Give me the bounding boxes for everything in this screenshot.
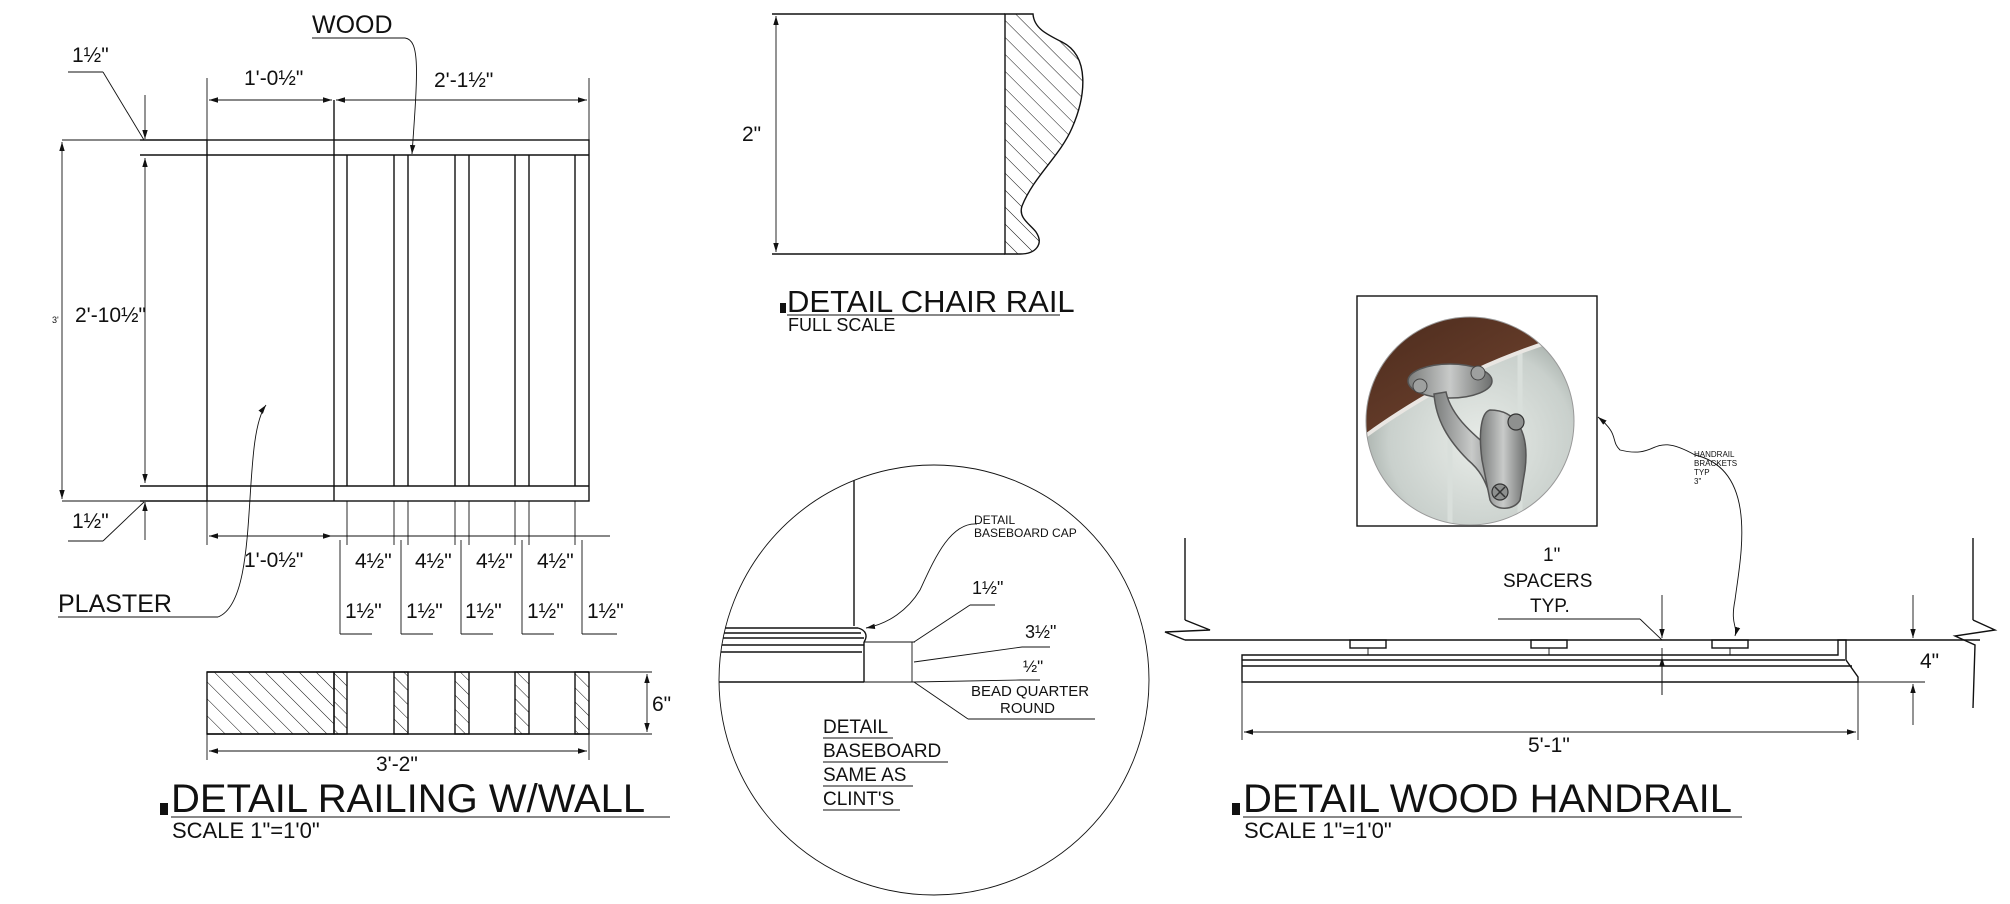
rail-thickness-top: 1½" xyxy=(72,44,109,67)
baseboard-dim-c: ½" xyxy=(1023,657,1043,676)
handrail-scale: SCALE 1"=1'0" xyxy=(1244,818,1392,843)
handrail-elevation: 1" SPACERS TYP. 4" 5'-1" xyxy=(1164,538,1998,757)
railing-height-small: 3' xyxy=(52,315,59,325)
railing-height-dim: 2'-10½" xyxy=(75,304,146,327)
handrail-length-dim: 5'-1" xyxy=(1528,734,1570,757)
chair-rail-title: DETAIL CHAIR RAIL xyxy=(787,284,1075,319)
railing-elevation: 2'-10½" 3' 1½" 1½" 1'-0½" 2'-1½" WOOD 1'… xyxy=(52,11,624,635)
gap-dim-4: 4½" xyxy=(537,550,574,573)
baseboard-note-line-2: BASEBOARD xyxy=(823,741,941,762)
baseboard-detail: DETAIL BASEBOARD CAP 1½" 3½" ½" BEAD QUA… xyxy=(718,464,1150,896)
cap-label-line-2: BASEBOARD CAP xyxy=(974,526,1077,540)
baluster-dim-4: 1½" xyxy=(527,600,564,623)
baseboard-note-line-1: DETAIL xyxy=(823,717,888,738)
bead-label-line-2: ROUND xyxy=(1000,700,1055,717)
gap-dim-3: 4½" xyxy=(476,550,513,573)
chair-rail-profile: 2" xyxy=(742,13,1084,255)
left-width-bottom: 1'-0½" xyxy=(244,549,303,572)
railing-title: DETAIL RAILING W/WALL xyxy=(171,777,645,821)
baluster-dim-5: 1½" xyxy=(587,600,624,623)
spacer-label-line-2: SPACERS xyxy=(1503,571,1592,592)
spacer-label-line-3: TYP. xyxy=(1530,596,1570,617)
right-width-top: 2'-1½" xyxy=(434,69,493,92)
bracket-label-line-2: BRACKETS xyxy=(1694,459,1737,468)
bracket-label-line-4: 3" xyxy=(1694,477,1701,486)
gap-dim-2: 4½" xyxy=(415,550,452,573)
bracket-label-line-3: TYP xyxy=(1694,468,1710,477)
gap-dim-1: 4½" xyxy=(355,550,392,573)
left-width-top: 1'-0½" xyxy=(244,67,303,90)
bead-label-line-1: BEAD QUARTER xyxy=(971,683,1089,700)
baluster-dim-3: 1½" xyxy=(465,600,502,623)
balusters xyxy=(346,155,576,486)
rail-thickness-bottom: 1½" xyxy=(72,510,109,533)
bracket-photo xyxy=(1356,295,1598,527)
baseboard-dim-a: 1½" xyxy=(972,578,1003,598)
handrail-title: DETAIL WOOD HANDRAIL xyxy=(1243,777,1732,821)
cap-label-line-1: DETAIL xyxy=(974,513,1015,527)
railing-scale: SCALE 1"=1'0" xyxy=(172,818,320,843)
baseboard-note-line-4: CLINT'S xyxy=(823,789,894,810)
chair-rail-height-dim: 2" xyxy=(742,123,761,146)
chair-rail-scale: FULL SCALE xyxy=(788,315,895,335)
plaster-label: PLASTER xyxy=(58,590,172,618)
wood-label: WOOD xyxy=(312,11,393,39)
railing-plan: 6" 3'-2" xyxy=(206,671,671,776)
handrail-height-dim: 4" xyxy=(1920,650,1939,673)
railing-frame xyxy=(206,139,590,502)
baluster-dim-1: 1½" xyxy=(345,600,382,623)
plan-height-dim: 6" xyxy=(652,693,671,716)
baseboard-note-line-3: SAME AS xyxy=(823,765,906,786)
plan-width-dim: 3'-2" xyxy=(376,753,418,776)
baseboard-note: DETAIL BASEBOARD SAME AS CLINT'S xyxy=(823,717,948,811)
baluster-dim-2: 1½" xyxy=(406,600,443,623)
bracket-label-line-1: HANDRAIL xyxy=(1694,450,1735,459)
spacer-label-line-1: 1" xyxy=(1543,545,1560,566)
baseboard-dim-b: 3½" xyxy=(1025,622,1056,642)
